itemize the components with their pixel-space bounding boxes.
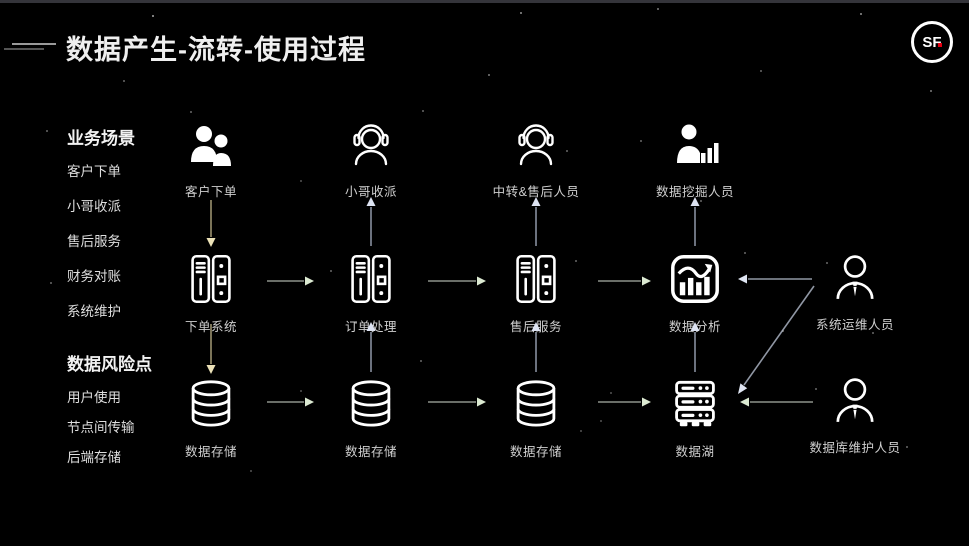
sidebar-header-business: 业务场景	[67, 129, 135, 148]
star-dot	[906, 446, 908, 448]
node-label: 客户下单	[184, 185, 237, 199]
node-order-system: 下单系统	[151, 253, 271, 335]
logo-text: SF	[922, 33, 942, 51]
sidebar-item-business-1: 小哥收派	[67, 199, 121, 214]
database-icon	[345, 378, 397, 430]
database-icon	[510, 378, 562, 430]
arrow-storage1-to-storage2	[267, 397, 314, 407]
node-label: 售后服务	[509, 320, 562, 334]
star-dot	[355, 322, 357, 324]
node-customer-order: 客户下单	[151, 122, 271, 200]
node-data-storage-3: 数据存储	[476, 378, 596, 460]
star-dot	[520, 12, 522, 14]
node-data-storage-2: 数据存储	[311, 378, 431, 460]
arrow-customer-to-order-system	[206, 200, 216, 247]
star-dot	[70, 424, 72, 426]
star-dot	[46, 130, 48, 132]
node-label: 数据库维护人员	[809, 441, 901, 455]
star-dot	[815, 388, 817, 390]
node-label: 数据存储	[184, 445, 237, 459]
star-dot	[390, 452, 392, 454]
node-label: 数据挖掘人员	[655, 185, 734, 199]
sidebar-item-business-3: 财务对账	[67, 269, 121, 284]
node-label: 订单处理	[344, 320, 397, 334]
star-dot	[50, 282, 52, 284]
title-dash-shadow	[4, 48, 44, 50]
node-label: 数据存储	[344, 445, 397, 459]
star-dot	[422, 110, 424, 112]
node-label: 中转&售后人员	[492, 185, 580, 199]
arrow-aftersales-to-transfer-staff	[531, 197, 541, 246]
star-dot	[566, 150, 568, 152]
server-icon	[345, 253, 397, 305]
sf-express-logo: SF	[911, 21, 953, 63]
star-dot	[330, 270, 332, 272]
sidebar-item-risk-0: 用户使用	[67, 390, 121, 405]
database-icon	[185, 378, 237, 430]
dba-person-icon	[830, 376, 880, 426]
star-dot	[782, 330, 784, 332]
node-label: 系统运维人员	[815, 318, 894, 332]
arrow-order-system-to-processing	[267, 276, 314, 286]
node-label: 数据分析	[668, 320, 721, 334]
sidebar-item-business-2: 售后服务	[67, 234, 121, 249]
star-dot	[640, 140, 642, 142]
operator-person-icon	[830, 253, 880, 303]
star-dot	[123, 80, 125, 82]
sidebar-item-business-4: 系统维护	[67, 304, 121, 319]
star-dot	[836, 440, 838, 442]
logo-red-dot	[938, 43, 942, 47]
star-dot	[575, 260, 577, 262]
node-courier: 小哥收派	[311, 122, 431, 200]
title-dash	[12, 43, 56, 45]
node-dba-staff: 数据库维护人员	[795, 376, 915, 456]
star-dot	[190, 111, 192, 113]
star-dot	[872, 332, 874, 334]
data-miner-icon	[671, 122, 719, 170]
support-headset-icon	[512, 122, 560, 170]
star-dot	[300, 390, 302, 392]
node-data-analysis: 数据分析	[635, 253, 755, 335]
star-dot	[760, 70, 762, 72]
arrow-analysis-to-data-miner	[690, 197, 700, 246]
node-order-processing: 订单处理	[311, 253, 431, 335]
star-dot	[930, 90, 932, 92]
star-dot	[152, 15, 154, 17]
sidebar-item-risk-2: 后端存储	[67, 450, 121, 465]
node-data-storage-1: 数据存储	[151, 378, 271, 460]
node-aftersales-service: 售后服务	[476, 253, 596, 335]
star-dot	[600, 420, 602, 422]
window-top-edge	[0, 0, 969, 3]
star-dot	[488, 74, 490, 76]
star-dot	[860, 13, 862, 15]
arrow-order-processing-to-courier	[366, 197, 376, 246]
star-dot	[700, 200, 702, 202]
sidebar-header-risk: 数据风险点	[67, 355, 152, 374]
node-data-lake: 数据湖	[635, 378, 755, 460]
star-dot	[826, 262, 828, 264]
courier-headset-icon	[347, 122, 395, 170]
node-label: 数据湖	[675, 445, 715, 459]
server-icon	[510, 253, 562, 305]
star-dot	[250, 470, 252, 472]
star-dot	[610, 392, 612, 394]
star-dot	[420, 360, 422, 362]
node-transfer-aftersales-staff: 中转&售后人员	[476, 122, 596, 200]
node-label: 小哥收派	[344, 185, 397, 199]
page-title: 数据产生-流转-使用过程	[66, 35, 366, 65]
sidebar-item-business-0: 客户下单	[67, 164, 121, 179]
star-dot	[744, 252, 746, 254]
sidebar-item-risk-1: 节点间传输	[67, 420, 135, 435]
star-dot	[657, 8, 659, 10]
data-lake-rack-icon	[669, 378, 721, 430]
server-icon	[185, 253, 237, 305]
node-data-miner: 数据挖掘人员	[635, 122, 755, 200]
node-label: 数据存储	[509, 445, 562, 459]
customers-icon	[187, 122, 235, 170]
star-dot	[300, 180, 302, 182]
star-dot	[580, 430, 582, 432]
analytics-icon	[669, 253, 721, 305]
node-label: 下单系统	[184, 320, 237, 334]
node-sysops-staff: 系统运维人员	[795, 253, 915, 333]
